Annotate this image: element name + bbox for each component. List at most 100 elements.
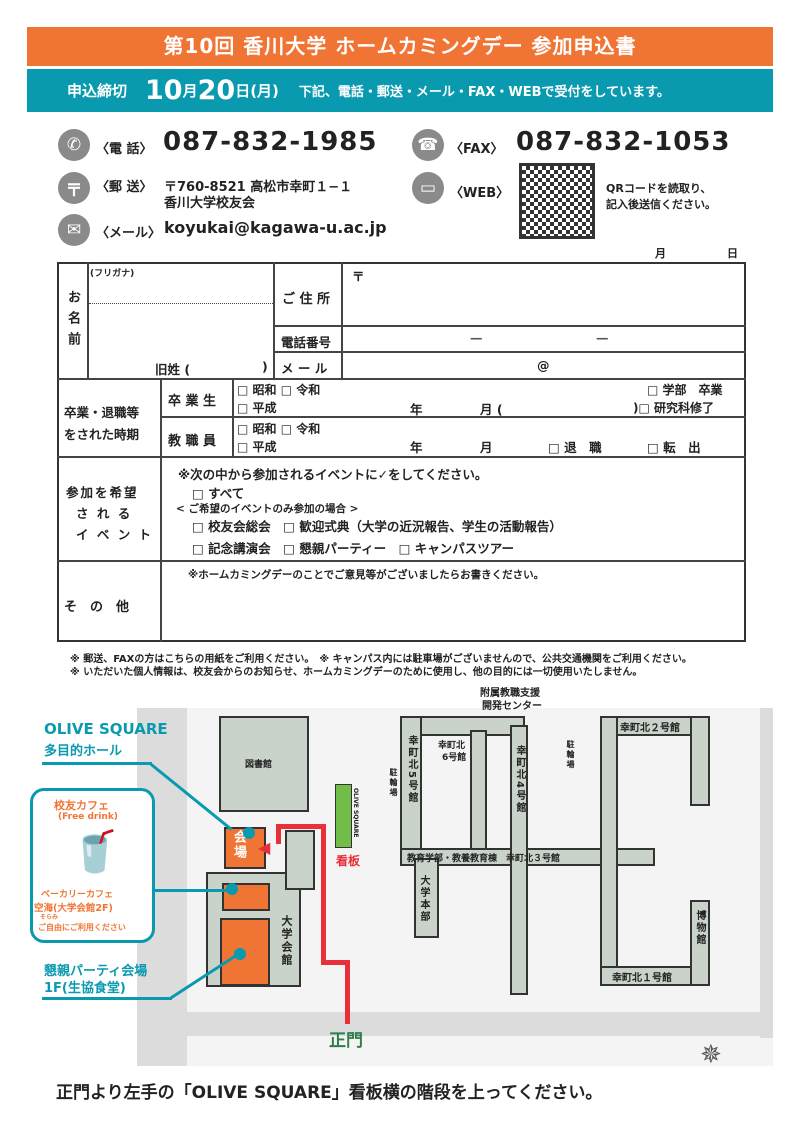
post-address: 〒760-8521 高松市幸町１−１ <box>164 180 353 195</box>
address-input[interactable] <box>343 264 744 324</box>
postal-mark: 〒 <box>352 269 365 284</box>
bakery-ruby: そらみ <box>40 914 59 921</box>
name-input[interactable] <box>89 306 271 356</box>
signboard-label: 看板 <box>336 854 361 868</box>
graduate-label: 卒 業 生 <box>168 394 217 409</box>
grad-school-checkbox[interactable]: )□ 研究科修了 <box>633 401 715 415</box>
fax-number: 087-832-1053 <box>516 127 731 157</box>
fax-label: 〈FAX〉 <box>450 142 504 157</box>
date-day: 日 <box>727 247 738 260</box>
web-note: 記入後送信ください。 <box>606 198 716 211</box>
party-venue-subtitle: 1F(生協食堂) <box>44 981 126 996</box>
kita3-label: 教育学部・教養教育棟 幸町北３号館 <box>407 854 561 864</box>
deadline-month: 10 <box>145 75 183 106</box>
phone-input[interactable] <box>343 327 744 350</box>
transfer-checkbox[interactable]: □ 転 出 <box>647 440 701 455</box>
era-checkboxes[interactable]: □ 昭和 □ 令和 <box>237 422 321 436</box>
post-recipient: 香川大学校友会 <box>164 196 256 211</box>
museum-label: 博物館 <box>694 910 705 946</box>
phone-dash: — <box>596 330 609 345</box>
route-arrow-icon: ◀ <box>258 838 271 857</box>
post-label: 〈郵 送〉 <box>96 180 153 195</box>
deadline-label: 申込締切 <box>67 82 128 100</box>
phone-label: 〈電 話〉 <box>96 142 153 157</box>
mail-input[interactable] <box>343 353 744 377</box>
bakery-note: ご自由にご利用ください <box>38 923 126 932</box>
olive-square-sign <box>335 784 352 848</box>
application-form <box>57 262 746 642</box>
event-all-checkbox[interactable]: □ すべて <box>192 486 245 501</box>
event-checkboxes-row1[interactable]: □ 校友会総会 □ 歓迎式典（大学の近況報告、学生の活動報告） <box>192 519 562 534</box>
phone-icon: ✆ <box>58 129 90 161</box>
month-label: 月 <box>480 440 493 455</box>
mail-address[interactable]: koyukai@kagawa-u.ac.jp <box>164 218 387 237</box>
kita5-label: 幸町北5号館 <box>406 735 417 804</box>
web-label: 〈WEB〉 <box>450 186 510 201</box>
party-venue-title: 懇親パーティ会場 <box>44 964 148 979</box>
furigana-label: (フリガナ) <box>90 269 135 279</box>
main-gate-label: 正門 <box>329 1031 363 1051</box>
library-label: 図書館 <box>245 760 273 770</box>
month-label: 月 ( <box>480 402 503 417</box>
center-label: 開発センター <box>482 701 542 712</box>
former-name-label: 旧姓 ( <box>155 362 191 377</box>
olive-square-subtitle: 多目的ホール <box>44 744 123 759</box>
mail-icon: ✉ <box>58 214 90 246</box>
mail-field-label: メ ー ル <box>281 361 328 376</box>
year-label: 年 <box>410 440 423 455</box>
year-label: 年 <box>410 402 423 417</box>
event-label: 参加を希望 <box>66 485 139 500</box>
former-name-close: ) <box>262 359 268 374</box>
retire-checkbox[interactable]: □ 退 職 <box>548 440 602 455</box>
bakery-name: 空海(大学会館2F) <box>34 903 113 914</box>
faculty-checkbox[interactable]: □ 学部 卒業 <box>647 383 723 397</box>
admin-label: 大学本部 <box>418 875 429 923</box>
era-checkbox-heisei[interactable]: □ 平成 <box>237 401 277 415</box>
cafe-subtitle: (Free drink) <box>58 812 118 822</box>
note: ※ 郵送、FAXの方はこちらの用紙をご利用ください。 ※ キャンパス内には駐車場… <box>70 654 692 665</box>
directions-text: 正門より左手の「OLIVE SQUARE」看板横の階段を上ってください。 <box>56 1083 603 1103</box>
other-input[interactable] <box>162 585 744 640</box>
other-label: そ の 他 <box>64 600 130 615</box>
venue-label: 会場 <box>231 830 246 860</box>
library-building <box>219 716 309 812</box>
hall-label: 大学会館 <box>280 915 293 967</box>
form-title: 第10回 香川大学 ホームカミングデー 参加申込書 <box>27 27 773 66</box>
olive-square-title: OLIVE SQUARE <box>44 720 168 738</box>
kita6-label: 6号館 <box>442 753 467 763</box>
note: ※ いただいた個人情報は、校友会からのお知らせ、ホームカミングデーのために使用し… <box>70 667 643 678</box>
address-label: ご 住 所 <box>282 292 331 307</box>
deadline-day-unit: 日 <box>235 82 251 100</box>
compass-icon: ✵ <box>700 1040 722 1070</box>
deadline-month-unit: 月 <box>182 82 198 100</box>
event-sub-heading: < ご希望のイベントのみ参加の場合 > <box>176 503 359 515</box>
qr-code[interactable] <box>519 163 595 239</box>
event-label: さ れ る <box>76 506 133 521</box>
kita2-label: 幸町北２号館 <box>620 723 680 734</box>
olive-sign-label: OLIVE SQUARE <box>352 788 359 838</box>
deadline-day: 20 <box>197 75 236 106</box>
drink-cup-icon: 🥤 <box>70 829 120 875</box>
web-note: QRコードを読取り、 <box>606 182 712 195</box>
era-checkbox-heisei[interactable]: □ 平成 <box>237 440 277 454</box>
deadline-weekday: (月) <box>250 82 279 100</box>
kita4-label: 幸町北4号館 <box>514 745 525 814</box>
mail-at: @ <box>537 358 550 373</box>
event-label: イ ベ ン ト <box>76 527 154 542</box>
event-checkboxes-row2[interactable]: □ 記念講演会 □ 懇親パーティー □ キャンパスツアー <box>192 541 514 556</box>
center-label: 附属教職支援 <box>480 688 540 699</box>
era-checkboxes[interactable]: □ 昭和 □ 令和 <box>237 383 321 397</box>
cafe-title: 校友カフェ <box>54 799 109 812</box>
kita6-label: 幸町北 <box>438 741 466 751</box>
laptop-icon: ▭ <box>412 172 444 204</box>
cafe-callout <box>30 788 155 943</box>
phone-number: 087-832-1985 <box>163 127 378 157</box>
date-month: 月 <box>655 247 666 260</box>
name-label: お名前 <box>65 290 80 353</box>
bike-parking-label: 駐輪場 <box>566 740 575 770</box>
furigana-input[interactable] <box>89 270 271 302</box>
period-label: 卒業・退職等 <box>64 405 140 420</box>
deadline-bar: 申込締切 10 月 20 日 (月) 下記、電話・郵送・メール・FAX・WEBで… <box>27 69 773 112</box>
kita1-label: 幸町北１号館 <box>612 973 672 984</box>
accepted-methods: 下記、電話・郵送・メール・FAX・WEBで受付をしています。 <box>298 85 670 100</box>
